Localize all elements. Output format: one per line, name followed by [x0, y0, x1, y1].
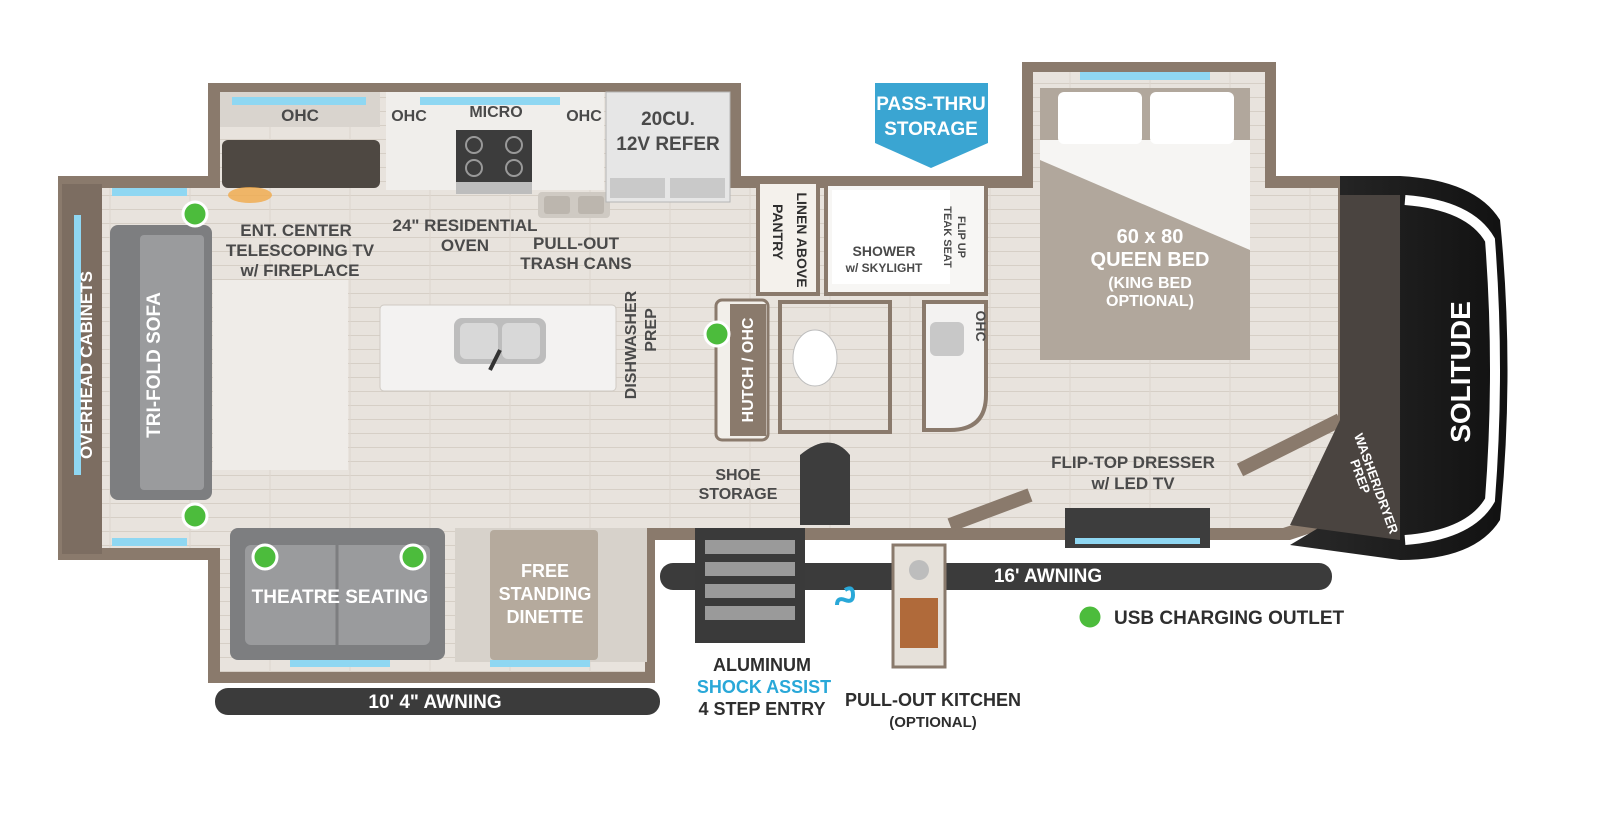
shoe-label-1: SHOE: [715, 467, 761, 484]
linen-label: LINEN ABOVE: [794, 192, 810, 287]
usb-dot: [181, 502, 209, 530]
hutch-label: HUTCH / OHC: [740, 317, 757, 422]
pass-thru-label-2: STORAGE: [884, 119, 978, 140]
shower-label-1: SHOWER: [853, 243, 916, 259]
ohc-label-2: OHC: [391, 108, 427, 125]
flip-up-label-1: FLIP UP: [955, 216, 967, 258]
bed-label-2: QUEEN BED: [1091, 249, 1210, 271]
sofa-label: TRI-FOLD SOFA: [144, 292, 165, 438]
pass-thru-callout: [875, 83, 988, 168]
dresser-label-1: FLIP-TOP DRESSER: [1051, 453, 1215, 472]
interior-floor: [70, 72, 1338, 672]
legend-usb-label: USB CHARGING OUTLET: [1114, 608, 1345, 629]
dinette-table: [490, 530, 598, 660]
kitchen-label-1: PULL-OUT KITCHEN: [845, 690, 1021, 710]
usb-dot: [703, 320, 731, 348]
dinette-label-2: STANDING: [499, 584, 592, 604]
dishwasher-label-1: DISHWASHER: [623, 290, 640, 399]
refer-label-2: 12V REFER: [616, 134, 720, 155]
micro-label: MICRO: [469, 104, 522, 121]
bed-label-1: 60 x 80: [1117, 226, 1184, 248]
awning-16-label: 16' AWNING: [994, 566, 1102, 587]
awning-16-bar: [660, 563, 1332, 590]
ent-center-label-3: w/ FIREPLACE: [239, 261, 359, 280]
trash-label-2: TRASH CANS: [520, 254, 631, 273]
usb-outlets: [181, 200, 731, 571]
refer-label-1: 20CU.: [641, 109, 695, 130]
ohc-bath-label: OHC: [973, 310, 989, 341]
ent-center-label-2: TELESCOPING TV: [226, 241, 375, 260]
oven-label-1: 24" RESIDENTIAL: [392, 216, 537, 235]
dishwasher-label-2: PREP: [643, 308, 660, 352]
kitchen-label-2: (OPTIONAL): [889, 714, 977, 731]
awning-10-bar: [215, 688, 660, 715]
usb-dot: [181, 200, 209, 228]
entry-label-3: 4 STEP ENTRY: [698, 699, 825, 719]
ent-center-label-1: ENT. CENTER: [240, 221, 351, 240]
dinette-label-1: FREE: [521, 561, 569, 581]
oven-label-2: OVEN: [441, 236, 489, 255]
ohc-label-1: OHC: [281, 106, 319, 125]
shoe-label-2: STORAGE: [699, 486, 778, 503]
entry-label-2: SHOCK ASSIST: [697, 677, 831, 697]
shower-label-2: w/ SKYLIGHT: [845, 261, 923, 275]
pantry-label: PANTRY: [770, 204, 786, 261]
toilet: [792, 329, 838, 387]
dinette-label-3: DINETTE: [506, 607, 583, 627]
bed-label-3: (KING BED: [1108, 275, 1192, 292]
pass-thru-label-1: PASS-THRU: [876, 94, 985, 115]
usb-dot: [251, 543, 279, 571]
awning-10-label: 10' 4" AWNING: [368, 692, 501, 713]
entry-label-1: ALUMINUM: [713, 655, 811, 675]
ohc-label-3: OHC: [566, 108, 602, 125]
legend-usb-dot: [1076, 603, 1104, 631]
theatre-label: THEATRE SEATING: [252, 587, 429, 608]
bed-label-4: OPTIONAL): [1106, 293, 1194, 310]
flip-up-label-2: TEAK SEAT: [941, 206, 953, 268]
cooktop: [456, 130, 532, 182]
usb-dot: [399, 543, 427, 571]
overhead-cabinets-label: OVERHEAD CABINETS: [77, 271, 96, 459]
trash-label-1: PULL-OUT: [533, 234, 620, 253]
bath-sink: [930, 322, 964, 356]
ent-center: [222, 140, 380, 188]
dresser-label-2: w/ LED TV: [1090, 474, 1175, 493]
brand-logo: SOLITUDE: [1445, 301, 1476, 443]
